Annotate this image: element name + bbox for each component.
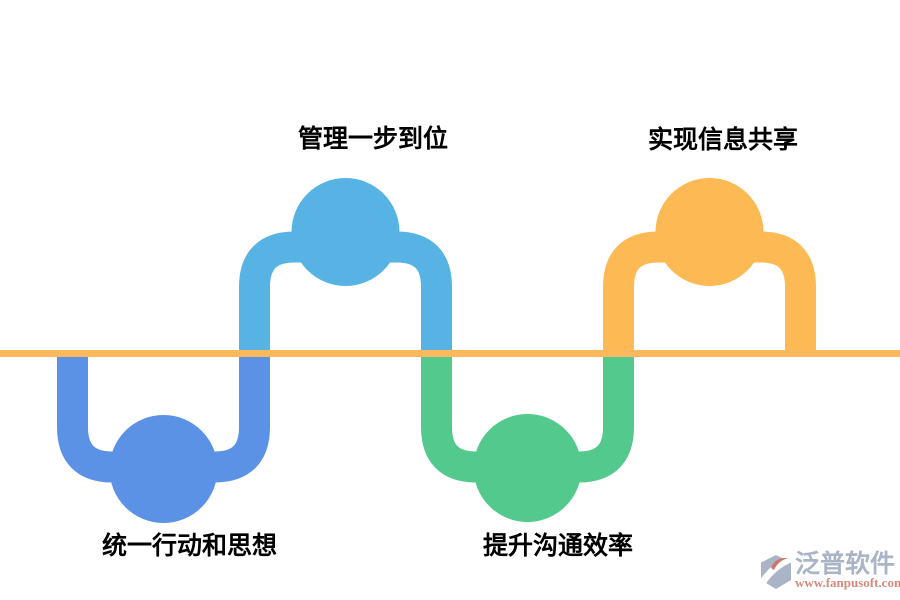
step-label-1: 统一行动和思想 [102,532,278,560]
step-circle-1 [109,415,218,523]
step-circle-4 [655,178,764,286]
watermark: 泛普软件 www.fanpusoft.com [758,551,900,591]
fanpu-logo-icon [758,554,794,589]
watermark-url: www.fanpusoft.com [795,575,900,590]
step-circle-3 [473,414,582,522]
watermark-text: 泛普软件 www.fanpusoft.com [795,551,900,590]
step-label-3: 提升沟通效率 [483,532,634,560]
step-label-2: 管理一步到位 [298,125,449,153]
step-label-4: 实现信息共享 [648,126,799,154]
step-circle-2 [291,178,400,286]
watermark-brand: 泛普软件 [795,550,896,578]
